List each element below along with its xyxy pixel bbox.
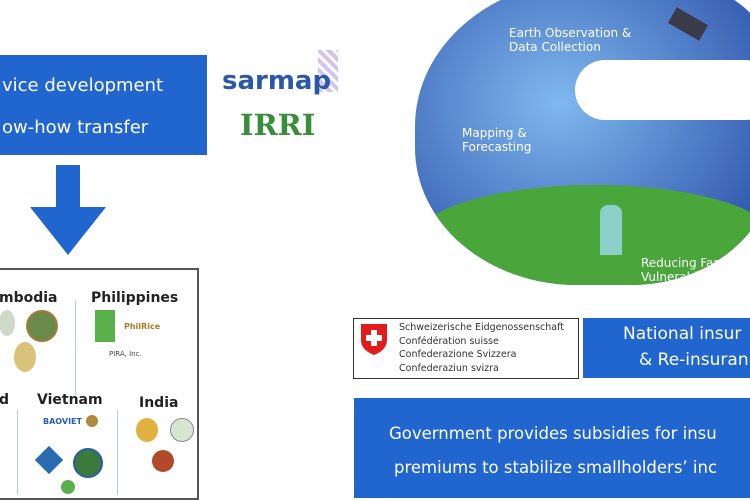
sarmap-logo: sarmap (222, 66, 332, 96)
swiss-line-3: Confederazione Svizzera (399, 349, 517, 360)
reduce-line1: Reducing Farmers' (641, 256, 750, 270)
cambodia-seal-3 (14, 342, 36, 372)
country-vietnam: Vietnam (37, 392, 103, 408)
insurance-illustration: Earth Observation &Data Collection Mappi… (415, 0, 750, 285)
divider (117, 410, 118, 495)
down-arrow-icon (30, 165, 106, 255)
box-line-2: ow-how transfer (2, 117, 149, 138)
india-logo-3 (152, 450, 174, 472)
philrice-text: PhilRice (124, 322, 161, 331)
pira-logo: PIRA, Inc. (109, 350, 142, 358)
reduce-label: Reducing Farmers'Vulnerability (641, 256, 750, 284)
country-philippines: Philippines (91, 290, 179, 306)
country-india: India (139, 395, 179, 411)
service-development-box: vice development ow-how transfer (0, 55, 207, 155)
philrice-logo (95, 310, 115, 342)
swiss-text: Schweizerische Eidgenossenschaft Confédé… (399, 321, 564, 375)
swiss-line-1: Schweizerische Eidgenossenschaft (399, 322, 565, 333)
swiss-line-4: Confederaziun svizra (399, 362, 499, 374)
satellite-icon (667, 7, 709, 41)
partner-logos-panel: mbodia Philippines PhilRice PIRA, Inc. d… (0, 268, 199, 500)
farmer-icon (600, 205, 622, 255)
gov-line-1: Government provides subsidies for insu (389, 424, 717, 443)
national-insurance-box: National insur & Re-insuran (583, 318, 750, 378)
mapping-label: Mapping &Forecasting (462, 126, 531, 154)
swiss-logo-box: Schweizerische Eidgenossenschaft Confédé… (353, 318, 579, 379)
divider (75, 300, 76, 395)
vietnam-logo-2 (73, 448, 103, 478)
swiss-line-2: Confédération suisse (399, 335, 499, 347)
box-line-1: vice development (2, 75, 164, 96)
government-subsidy-box: Government provides subsidies for insu p… (354, 398, 750, 498)
national-line-2: & Re-insuran (639, 350, 749, 370)
cambodia-seal-2 (26, 310, 58, 342)
irri-logo: IRRI (240, 108, 316, 142)
baoviet-logo: BAOVIET (43, 417, 82, 426)
eo-label: Earth Observation &Data Collection (509, 26, 631, 54)
cloud (575, 60, 750, 120)
swiss-shield-icon (361, 324, 387, 355)
baoviet-globe (86, 415, 98, 427)
country-thailand: d (0, 392, 10, 408)
sarmap-grid-icon (318, 50, 338, 92)
eo-line1: Earth Observation & (509, 26, 632, 40)
eo-line2: Data Collection (509, 40, 601, 54)
gov-line-2: premiums to stabilize smallholders’ inc (394, 458, 718, 477)
reduce-line2: Vulnerability (641, 270, 717, 284)
india-logo-2 (170, 418, 194, 442)
country-cambodia: mbodia (0, 290, 58, 306)
map-line2: Forecasting (462, 140, 532, 154)
national-line-1: National insur (623, 324, 742, 344)
cambodia-seal-1 (0, 310, 15, 336)
vietnam-logo-1 (34, 445, 64, 475)
map-line1: Mapping & (462, 126, 527, 140)
india-logo-1 (136, 418, 158, 442)
hills (415, 185, 750, 285)
divider (17, 410, 18, 495)
vietnam-logo-3 (61, 480, 75, 494)
